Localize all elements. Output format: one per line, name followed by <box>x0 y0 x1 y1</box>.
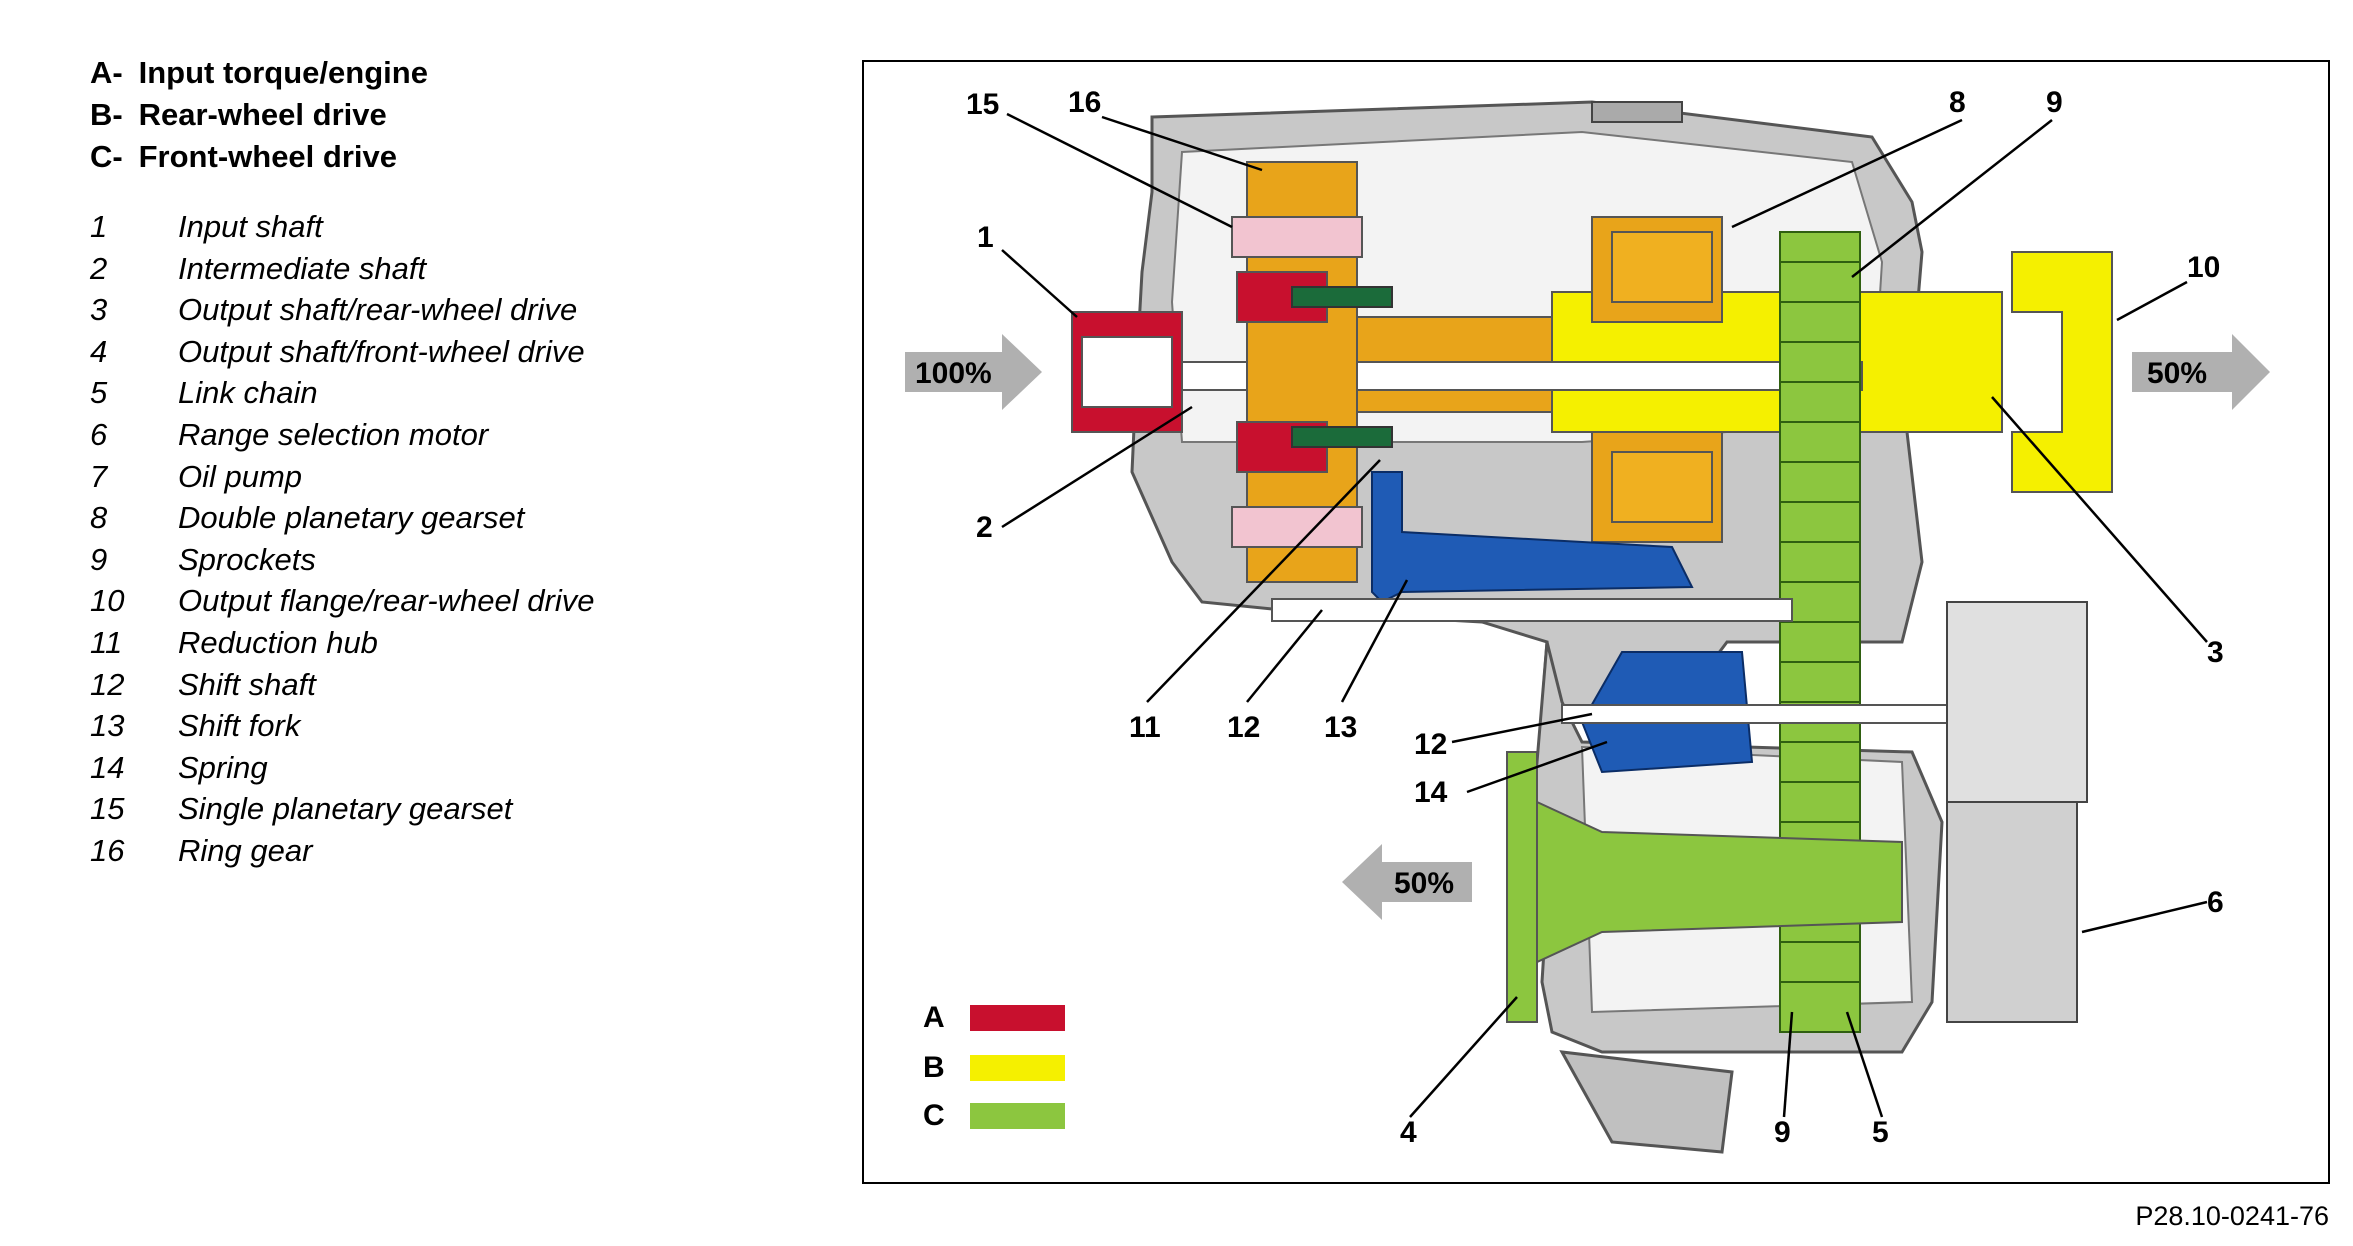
range-selection-motor <box>1946 601 2088 1023</box>
input-arrow: 100% <box>905 334 1042 410</box>
svg-text:B: B <box>923 1051 945 1084</box>
callout-5: 5 <box>1872 1116 1889 1149</box>
main-shaft-area <box>1071 251 2113 493</box>
front-output-shaft <box>1506 751 1903 1023</box>
legend: A- Input torque/engine B- Rear-wheel dri… <box>90 52 850 872</box>
callout-13: 13 <box>1324 711 1357 744</box>
callout-6: 6 <box>2207 886 2224 919</box>
color-swatch-a <box>970 1005 1065 1031</box>
callout-3: 3 <box>2207 636 2224 669</box>
color-key: A B C <box>923 1001 1065 1132</box>
callout-4: 4 <box>1400 1116 1417 1149</box>
shift-mechanism <box>1271 471 1963 774</box>
callout-15: 15 <box>966 88 999 121</box>
callout-9-bottom: 9 <box>1774 1116 1791 1149</box>
callout-8: 8 <box>1949 86 1966 119</box>
svg-text:A: A <box>923 1001 945 1034</box>
callout-9-top: 9 <box>2046 86 2063 119</box>
figure-code: P28.10-0241-76 <box>2135 1201 2329 1231</box>
callout-11: 11 <box>1129 711 1161 744</box>
single-planetary-gearset <box>1231 161 1393 583</box>
callout-14: 14 <box>1414 776 1448 809</box>
transfer-case-diagram: 100% 50% 50% A B C <box>905 86 2270 1154</box>
callout-16: 16 <box>1068 86 1101 119</box>
diagram-frame: 100% 50% 50% A B C <box>862 60 2330 1184</box>
callout-labels: 15 16 8 9 10 1 2 3 11 12 13 12 14 6 4 9 … <box>966 86 2224 1149</box>
svg-text:C: C <box>923 1099 945 1132</box>
callout-1: 1 <box>977 221 994 254</box>
flow-legend-b: B- Rear-wheel drive <box>90 97 387 132</box>
callout-12-top: 12 <box>1227 711 1260 744</box>
rear-output-arrow: 50% <box>2132 334 2270 410</box>
callout-10: 10 <box>2187 251 2220 284</box>
svg-text:50%: 50% <box>2147 357 2207 390</box>
flow-legend-c: C- Front-wheel drive <box>90 139 397 174</box>
leader-lines <box>1001 112 2208 1118</box>
double-planetary-gearset <box>1591 216 1723 543</box>
flow-legend-a: A- Input torque/engine <box>90 55 428 90</box>
callout-12-lower: 12 <box>1414 728 1447 761</box>
svg-text:100%: 100% <box>915 357 992 390</box>
color-swatch-c <box>970 1103 1065 1129</box>
front-output-arrow: 50% <box>1342 844 1472 920</box>
callout-2: 2 <box>976 511 993 544</box>
svg-text:50%: 50% <box>1394 867 1454 900</box>
color-swatch-b <box>970 1055 1065 1081</box>
